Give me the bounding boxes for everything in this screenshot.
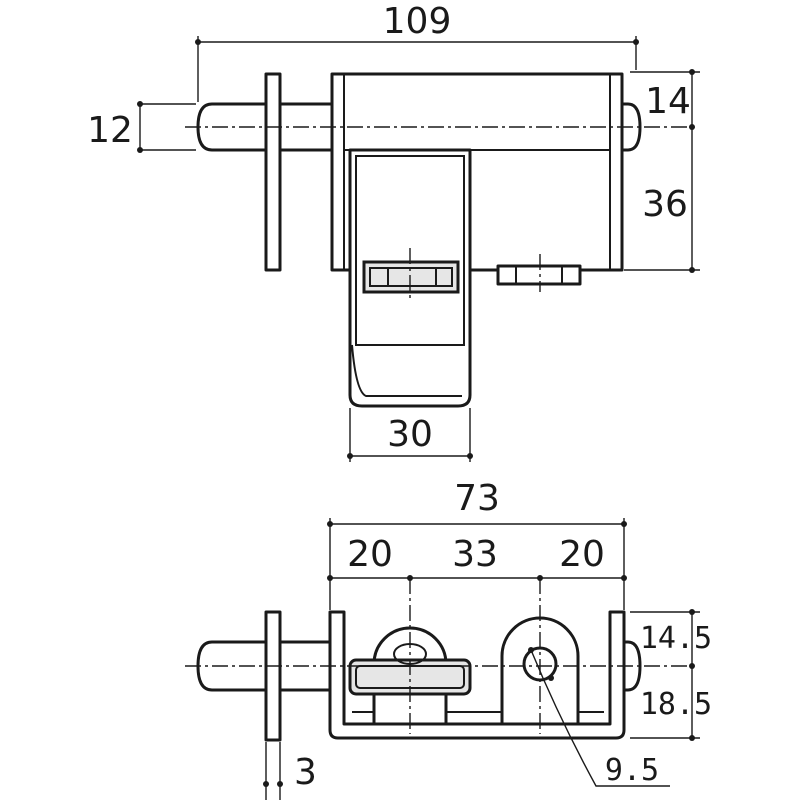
bottom-base-bracket	[328, 610, 626, 740]
dim-plate-thickness-label: 3	[294, 752, 317, 793]
dim-pin-diameter-label: 12	[87, 110, 133, 151]
top-receiver	[496, 264, 582, 286]
dim-handle-width-label: 30	[387, 414, 433, 455]
dim-handle-width: 30	[347, 408, 473, 462]
dim-overall-length: 109	[195, 1, 639, 102]
dim-body-height-label: 36	[642, 184, 688, 225]
dim-base-length: 73	[327, 478, 627, 610]
dim-hole-spacing: 20 33 20	[327, 534, 627, 581]
top-latch-slot	[362, 260, 460, 294]
dim-upper-height-label: 14.5	[640, 621, 712, 656]
dim-body-offset-label: 14	[645, 81, 691, 122]
dim-base-length-label: 73	[454, 478, 500, 519]
dim-overall-length-label: 109	[383, 1, 452, 42]
dim-plate-thickness: 3	[263, 742, 317, 800]
dim-hole-diameter-label: 9.5	[605, 753, 659, 788]
top-view: 109 12 14 36	[87, 1, 700, 462]
bottom-stop-plate	[264, 610, 282, 742]
bottom-view: 73 20 33 20 14.5 18.5	[185, 478, 712, 800]
dim-lower-height-label: 18.5	[640, 687, 712, 722]
dim-mid-segment-label: 33	[452, 534, 498, 575]
dim-hole-diameter: 9.5	[528, 647, 670, 788]
dim-pin-diameter: 12	[87, 101, 196, 153]
dim-heights: 14.5 18.5	[630, 609, 712, 741]
dim-right-segment-label: 20	[559, 534, 605, 575]
top-stop-plate	[264, 72, 282, 272]
dim-body-offset: 14	[630, 69, 700, 270]
dim-left-segment-label: 20	[347, 534, 393, 575]
dim-body-height: 36	[624, 184, 700, 273]
